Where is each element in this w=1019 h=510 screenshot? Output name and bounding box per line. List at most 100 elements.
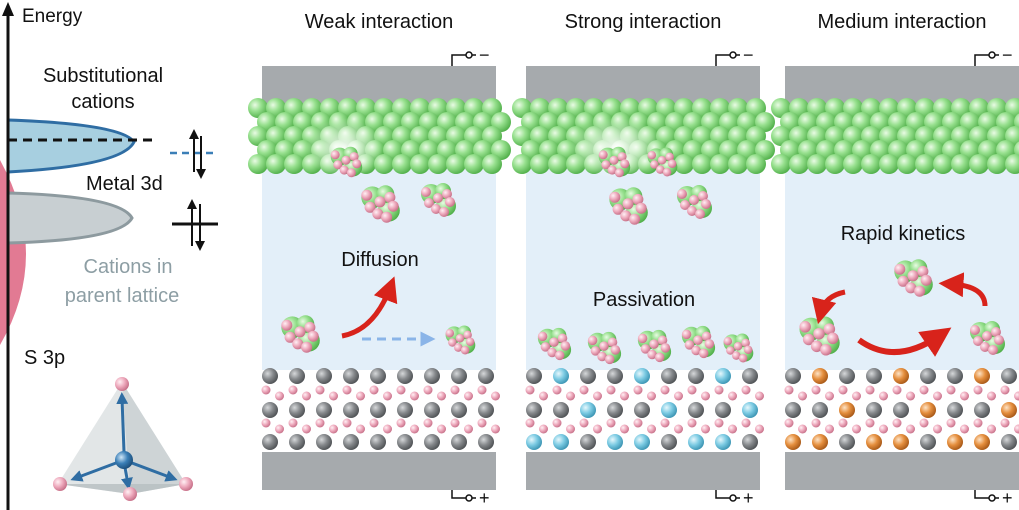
sulfur-atom: [681, 329, 692, 340]
sulfur-atom: [333, 160, 343, 170]
sulfur-atom: [288, 385, 298, 395]
sulfur-atom: [823, 323, 836, 335]
tetrahedron-structure: [53, 377, 193, 501]
sulfur-atom: [454, 343, 463, 352]
polysulfide-cluster: [537, 327, 572, 361]
sulfur-atom: [741, 338, 750, 348]
sulfur-atom: [465, 337, 475, 346]
process-label: Diffusion: [341, 249, 418, 271]
sulfur-atom: [698, 348, 709, 359]
sulfur-atom: [281, 319, 293, 331]
lithium-atom: [897, 154, 917, 174]
sulfur-atom: [601, 160, 611, 170]
metal-atom: [289, 434, 305, 450]
metal-atom: [451, 434, 467, 450]
top-current-collector: [526, 66, 760, 104]
metal-atom: [607, 434, 623, 450]
sulfur-atom: [933, 424, 942, 434]
sulfur-atom: [566, 391, 575, 401]
energy-axis-label: Energy: [22, 6, 83, 27]
lithium-atom: [710, 154, 730, 174]
sulfur-atom: [315, 385, 325, 395]
polysulfide-clusters: [281, 118, 476, 355]
sulfur-atom: [424, 198, 434, 208]
sulfur-atom: [852, 424, 861, 434]
metal-atom: [289, 368, 305, 384]
sulfur-atom: [442, 189, 452, 199]
metal-atom: [316, 402, 332, 418]
sulfur-atom: [698, 191, 708, 201]
sulfur-atom: [525, 418, 535, 428]
sulfur-atom: [741, 418, 751, 428]
sulfur-atom: [593, 424, 602, 434]
bottom-current-collector: [262, 452, 496, 490]
polysulfide-cluster: [421, 183, 456, 217]
sulfur-atom: [714, 418, 724, 428]
positive-sign: +: [743, 488, 754, 508]
lithium-atom: [861, 154, 881, 174]
metal-atom: [688, 368, 704, 384]
metal-atom: [812, 402, 828, 418]
lithium-atom: [807, 154, 827, 174]
metal-atom: [262, 402, 278, 418]
sulfur-atom: [906, 424, 915, 434]
sulfur-atom: [687, 418, 697, 428]
sulfur-atom: [1000, 385, 1010, 395]
sulfur-atom: [374, 196, 386, 208]
metal-atom: [920, 368, 936, 384]
cathode-substrate: [784, 368, 1019, 452]
sulfur-atom: [294, 326, 306, 338]
metal-atom: [397, 402, 413, 418]
sulfur-atom: [410, 424, 419, 434]
polysulfide-cluster: [609, 187, 648, 225]
sulfur-atom: [423, 418, 433, 428]
sulfur-atom: [635, 202, 647, 214]
metal-atom: [478, 368, 494, 384]
lithium-atom: [530, 154, 550, 174]
sulfur-atom: [825, 424, 834, 434]
sulfur-atom: [798, 391, 807, 401]
sulfur-atom: [743, 345, 753, 354]
polysulfide-cluster: [445, 325, 476, 355]
metal-atom: [920, 402, 936, 418]
sulfur-atom: [799, 321, 811, 333]
cathode-substrate: [525, 368, 764, 452]
sulfur-atom: [609, 191, 621, 203]
lithium-atom: [789, 154, 809, 174]
metal-atom: [661, 402, 677, 418]
sulfur-atom: [1014, 391, 1019, 401]
sulfur-atom: [897, 275, 909, 287]
lithium-atom: [728, 154, 748, 174]
sulfur-atom: [284, 331, 296, 343]
sulfur-atom: [811, 385, 821, 395]
sulfur-atom: [342, 385, 352, 395]
sulfur-atom: [477, 418, 487, 428]
sulfur-atom: [288, 418, 298, 428]
metal-atom: [839, 368, 855, 384]
top-current-collector: [262, 66, 496, 104]
metal-3d-label: Metal 3d: [86, 173, 163, 195]
cathode-substrate: [261, 368, 500, 452]
lithium-atom: [284, 154, 304, 174]
polysulfide-cluster: [637, 329, 672, 363]
sulfur-atom: [838, 418, 848, 428]
metal-atom: [478, 402, 494, 418]
metal-atom: [553, 434, 569, 450]
sulfur-atom: [907, 270, 919, 282]
sulfur-atom: [677, 189, 687, 199]
sulfur-atom: [813, 327, 825, 340]
sulfur-atom: [607, 337, 618, 348]
negative-sign: −: [1002, 45, 1013, 65]
sulfur-atom: [302, 424, 311, 434]
metal-atom: [688, 434, 704, 450]
metal-atom: [866, 434, 882, 450]
s3p-band: [0, 160, 26, 345]
sulfur-atom: [620, 391, 629, 401]
polysulfide-cluster: [647, 147, 678, 177]
sulfur-atom: [933, 391, 942, 401]
polysulfide-cluster: [970, 321, 1005, 355]
sulfur-atom: [1014, 424, 1019, 434]
sulfur-atom: [455, 334, 465, 343]
sulfur-atom: [539, 424, 548, 434]
metal-atom: [634, 368, 650, 384]
